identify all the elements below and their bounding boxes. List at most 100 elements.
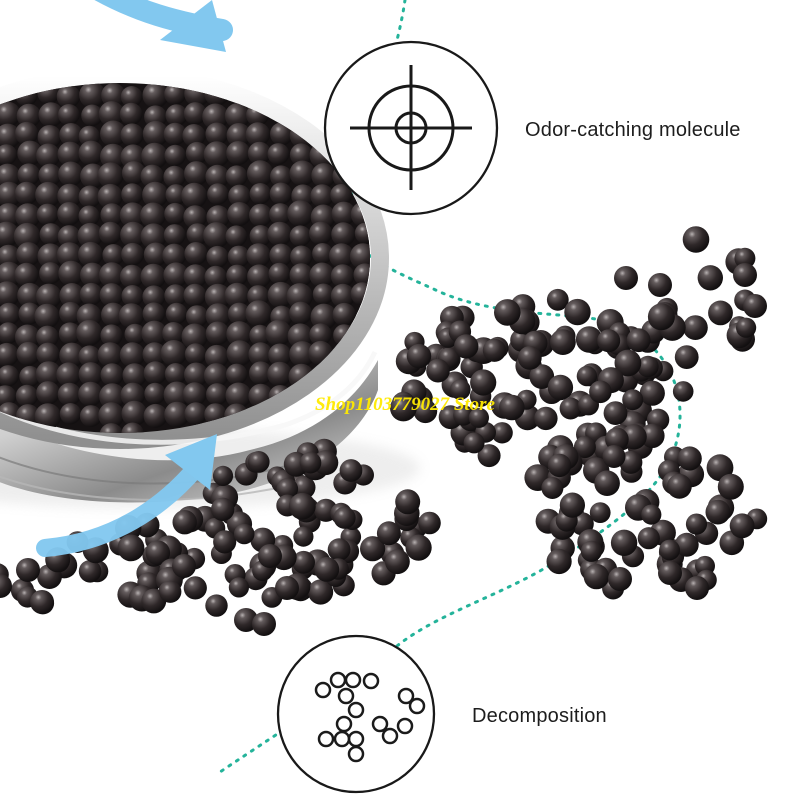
tin-pellet xyxy=(330,264,355,288)
loose-pellet xyxy=(327,538,351,561)
loose-pellet xyxy=(733,263,757,287)
loose-pellet xyxy=(212,465,234,486)
loose-pellet xyxy=(717,473,744,500)
tin-pellet xyxy=(165,302,188,325)
tin-pellet xyxy=(121,242,145,266)
loose-pellet xyxy=(258,544,282,568)
tin-pellet xyxy=(228,184,251,207)
loose-pellet xyxy=(597,329,621,353)
tin-pellet xyxy=(98,402,125,429)
tin-pellet xyxy=(119,102,143,126)
tin-pellet xyxy=(226,141,251,166)
tin-pellet xyxy=(164,401,190,428)
tin-pellet xyxy=(100,120,127,147)
tin-pellet xyxy=(289,301,313,325)
tin-pellet xyxy=(182,382,207,407)
tin-pellet xyxy=(59,283,85,308)
tin-pellet xyxy=(183,102,207,125)
loose-pellet xyxy=(413,399,438,424)
tin-pellet xyxy=(57,183,82,209)
tin-pellet xyxy=(163,262,189,288)
loose-pellet xyxy=(172,510,197,535)
tin-pellet xyxy=(225,165,248,188)
tin-pellet xyxy=(140,202,166,229)
tin-pellet xyxy=(226,123,251,148)
tin-pellet xyxy=(205,321,230,346)
tin-pellet xyxy=(248,342,273,367)
tin-pellet xyxy=(184,402,208,425)
tin-pellet xyxy=(142,120,169,147)
tin-pellet xyxy=(0,281,20,308)
tin-pellet xyxy=(245,122,271,147)
tin-pellet xyxy=(143,242,168,267)
tin-pellet xyxy=(164,144,186,167)
loose-pellet xyxy=(559,492,586,518)
loose-pellet xyxy=(682,226,710,253)
tin-pellet xyxy=(226,264,249,287)
tin-pellet xyxy=(183,264,208,288)
tin-pellet xyxy=(224,282,250,308)
tin-pellet xyxy=(163,122,187,146)
tin-pellet xyxy=(79,83,106,109)
tin-pellet xyxy=(80,262,105,288)
loose-pellet xyxy=(603,401,628,425)
loose-pellet xyxy=(729,513,755,539)
tin-pellet xyxy=(102,244,125,266)
tin-pellet xyxy=(268,262,291,285)
tin-pellet xyxy=(0,244,21,269)
tin-pellet xyxy=(227,202,252,227)
loose-pellet xyxy=(575,326,603,353)
loose-pellet xyxy=(288,492,316,520)
loose-pellet xyxy=(573,436,596,459)
tin-pellet xyxy=(289,341,316,368)
loose-pellet xyxy=(517,346,542,370)
tin-pellet xyxy=(140,223,167,250)
loose-pellet xyxy=(667,473,692,499)
loose-pellet xyxy=(385,549,410,575)
tin-pellet xyxy=(268,343,292,367)
tin-pellet xyxy=(120,123,144,147)
tin-pellet xyxy=(78,205,100,227)
tin-pellet xyxy=(100,203,124,227)
tin-pellet xyxy=(269,203,292,226)
loose-pellet xyxy=(608,567,632,591)
tin-pellet xyxy=(38,102,64,128)
tin-pellet xyxy=(184,161,209,186)
loose-pellet xyxy=(576,365,598,387)
loose-pellet xyxy=(213,530,237,554)
loose-pellet xyxy=(450,379,471,400)
tin-pellet xyxy=(206,245,229,269)
tin-pellet xyxy=(120,86,143,108)
tin-pellet xyxy=(207,183,229,205)
tin-pellet xyxy=(184,362,209,387)
loose-pellet xyxy=(685,513,708,535)
loose-pellet xyxy=(470,369,497,396)
tin-pellet xyxy=(309,323,332,346)
tin-pellet xyxy=(121,161,146,185)
tin-pellet xyxy=(164,284,187,307)
tin-pellet xyxy=(0,261,22,288)
tin-pellet xyxy=(204,283,231,310)
tin-pellet xyxy=(0,163,21,190)
tin-pellet xyxy=(312,243,334,264)
loose-pellet xyxy=(293,526,314,547)
tin-pellet xyxy=(290,245,313,268)
tin-pellet xyxy=(186,223,209,246)
tin-pellet xyxy=(16,242,41,267)
tin-pellet xyxy=(59,301,82,325)
loose-pellet xyxy=(360,536,386,562)
tin-pellet xyxy=(17,163,41,186)
tin-pellet xyxy=(99,383,126,410)
loose-pellet xyxy=(426,358,450,383)
tin-pellet xyxy=(0,385,17,408)
loose-pellet xyxy=(454,334,479,359)
tin-pellet xyxy=(249,203,273,227)
tin-pellet xyxy=(81,104,103,127)
loose-pellet xyxy=(313,450,339,476)
tin-pellet xyxy=(99,262,125,288)
loose-pellet xyxy=(626,328,651,353)
tin-pellet xyxy=(310,184,334,208)
tin-pellet xyxy=(162,243,187,268)
tin-pellet xyxy=(270,165,293,188)
loose-pellet xyxy=(234,608,258,632)
